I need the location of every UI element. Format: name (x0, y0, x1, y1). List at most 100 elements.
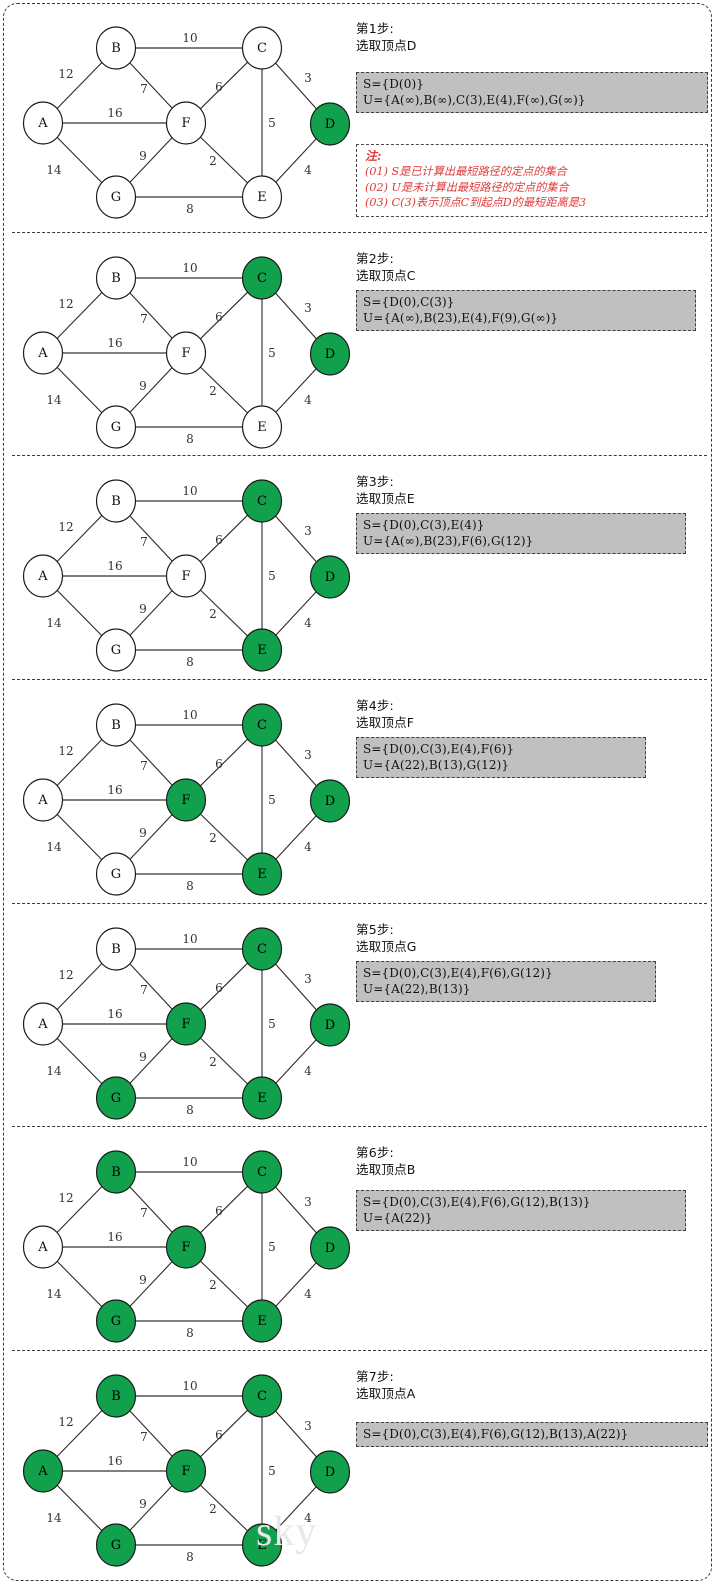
graph-node-D[interactable] (309, 1226, 351, 1270)
graph-node-label-E: E (257, 1091, 267, 1106)
graph-node-E[interactable] (241, 628, 283, 672)
graph-node-F[interactable] (165, 1002, 207, 1046)
graph-node-C[interactable] (241, 1150, 283, 1194)
graph-node-D[interactable] (309, 1003, 351, 1047)
graph-node-E[interactable] (241, 1299, 283, 1343)
edge-weight-BC: 10 (182, 1379, 197, 1393)
edge-weight-AF: 16 (107, 106, 122, 120)
graph-node-D[interactable] (309, 779, 351, 823)
graph-node-C[interactable] (241, 256, 283, 300)
graph-node-A[interactable] (22, 778, 64, 822)
set-state-box: S={D(0),C(3),E(4),F(6),G(12),B(13)} U={A(… (356, 1190, 686, 1231)
set-state-box: S={D(0),C(3)}U={A(∞),B(23),E(4),F(9),G(∞… (356, 290, 696, 331)
graph-node-B[interactable] (95, 1374, 137, 1418)
u-set-line: U={A(22)} (363, 1211, 433, 1225)
graph-node-G[interactable] (95, 852, 137, 896)
graph-node-D[interactable] (309, 1450, 351, 1494)
graph-edge-BF (128, 962, 174, 1011)
graph-edge-AG (56, 813, 103, 861)
graph-node-C[interactable] (241, 1374, 283, 1418)
set-state-box: S={D(0),C(3),E(4)}U={A(∞),B(23),F(6),G(1… (356, 513, 686, 554)
graph-edge-FE (199, 1484, 249, 1532)
graph-node-E[interactable] (241, 1076, 283, 1120)
graph-node-B[interactable] (95, 479, 137, 523)
graph-edge-AB (56, 514, 103, 563)
graph-node-F[interactable] (165, 778, 207, 822)
watermark: sky (256, 1509, 318, 1555)
edge-weight-BC: 10 (182, 261, 197, 275)
graph-node-G[interactable] (95, 1076, 137, 1120)
edge-weight-FG: 9 (139, 1497, 147, 1511)
graph-edge-CF (199, 738, 249, 787)
step-info-area: 第3步: 选取顶点E S={D(0),C(3),E(4)}U={A(∞),B(23… (356, 463, 714, 685)
s-set-line: S={D(0),C(3),E(4),F(6),G(12)} (363, 966, 553, 980)
graph-node-A[interactable] (22, 331, 64, 375)
edge-weight-CE: 5 (268, 116, 276, 130)
step-title: 第3步: 选取顶点E (356, 474, 415, 506)
graph-node-B[interactable] (95, 1150, 137, 1194)
graph-edge-CD (274, 292, 318, 340)
edge-weight-BF: 7 (140, 983, 148, 997)
s-set-line: S={D(0),C(3),E(4),F(6),G(12),B(13)} (363, 1195, 591, 1209)
graph-node-label-E: E (257, 643, 267, 658)
step-title: 第1步: 选取顶点D (356, 21, 417, 53)
graph-node-A[interactable] (22, 1225, 64, 1269)
graph-node-C[interactable] (241, 479, 283, 523)
graph-node-G[interactable] (95, 1523, 137, 1567)
graph-node-A[interactable] (22, 1002, 64, 1046)
edge-weight-FG: 9 (139, 379, 147, 393)
graph-node-B[interactable] (95, 927, 137, 971)
graph-node-E[interactable] (241, 405, 283, 449)
graph-node-D[interactable] (309, 102, 351, 146)
graph-node-E[interactable] (241, 175, 283, 219)
graph-node-F[interactable] (165, 101, 207, 145)
graph-node-E[interactable] (241, 1523, 283, 1567)
graph-edge-AB (56, 962, 103, 1011)
graph-node-C[interactable] (241, 703, 283, 747)
graph-node-G[interactable] (95, 1299, 137, 1343)
graph-edge-AB (56, 738, 103, 787)
edge-weight-AG: 14 (46, 840, 62, 854)
graph-node-F[interactable] (165, 1449, 207, 1493)
edge-weight-AB: 12 (58, 1415, 73, 1429)
graph-edge-FE (199, 136, 249, 184)
edge-weight-DE: 4 (304, 163, 312, 177)
graph-node-F[interactable] (165, 331, 207, 375)
graph-edge-AB (56, 1409, 103, 1458)
graph-node-G[interactable] (95, 175, 137, 219)
graph-node-A[interactable] (22, 554, 64, 598)
graph-edge-AB (56, 61, 103, 110)
edge-weight-AF: 16 (107, 336, 122, 350)
graph-node-A[interactable] (22, 1449, 64, 1493)
graph-edge-FG (129, 136, 173, 184)
edge-weight-CF: 6 (215, 1204, 223, 1218)
graph-node-G[interactable] (95, 405, 137, 449)
edge-weight-FE: 2 (209, 1055, 217, 1069)
graph-node-B[interactable] (95, 256, 137, 300)
edge-weight-FG: 9 (139, 1050, 147, 1064)
graph-node-D[interactable] (309, 332, 351, 376)
graph-node-D[interactable] (309, 555, 351, 599)
graph-node-A[interactable] (22, 101, 64, 145)
graph-node-C[interactable] (241, 26, 283, 70)
edge-weight-CE: 5 (268, 346, 276, 360)
graph-node-E[interactable] (241, 852, 283, 896)
graph-node-label-G: G (111, 643, 121, 658)
graph-edge-FG (129, 1037, 173, 1085)
graph-node-label-F: F (181, 1017, 190, 1032)
graph-node-B[interactable] (95, 703, 137, 747)
edge-weight-AG: 14 (46, 1064, 62, 1078)
graph-node-C[interactable] (241, 927, 283, 971)
graph-node-F[interactable] (165, 1225, 207, 1269)
graph-node-G[interactable] (95, 628, 137, 672)
graph-node-B[interactable] (95, 26, 137, 70)
u-set-line: U={A(22),B(13)} (363, 982, 471, 996)
graph-edge-AG (56, 136, 103, 184)
graph-node-label-F: F (181, 346, 190, 361)
graph-node-F[interactable] (165, 554, 207, 598)
set-state-box: S={D(0),C(3),E(4),F(6),G(12)} U={A(22),B(… (356, 961, 656, 1002)
